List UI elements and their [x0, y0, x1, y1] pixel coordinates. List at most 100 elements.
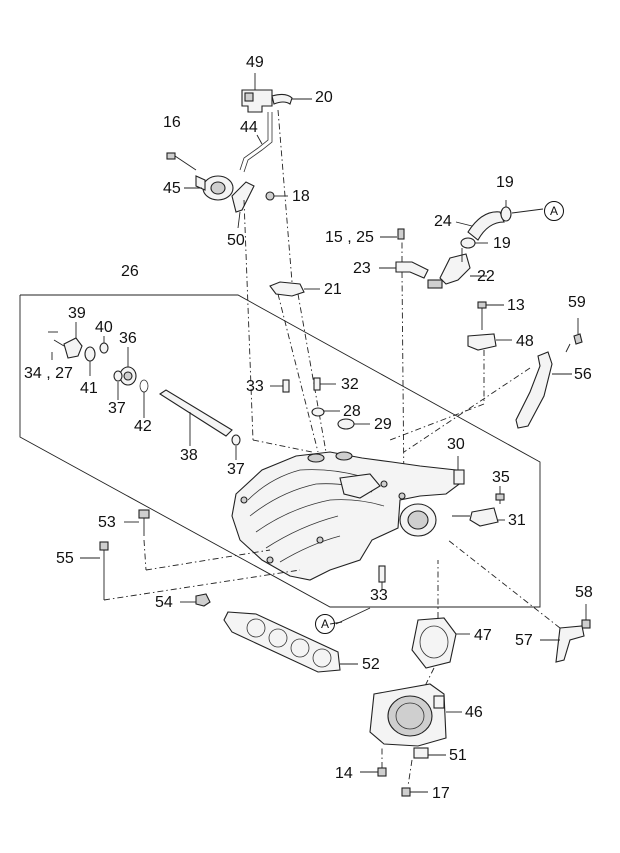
part-54-nut [180, 593, 211, 607]
assembly-boundary [19, 294, 541, 608]
part-46-throttle-body [369, 683, 462, 747]
label-30: 30 [447, 436, 465, 453]
part-30-sensor [453, 456, 465, 485]
part-13-bolt [477, 301, 504, 330]
label-18: 18 [292, 188, 310, 205]
label-46: 46 [465, 704, 483, 721]
part-32-stud [313, 377, 336, 391]
label-20: 20 [315, 89, 333, 106]
label-17: 17 [432, 785, 450, 802]
part-41-washer [84, 346, 96, 376]
part-53-bolt [124, 509, 271, 571]
part-48-sensor [389, 333, 512, 441]
part-29-cap [337, 418, 370, 430]
label-44: 44 [240, 119, 258, 136]
part-37-ring-left [113, 370, 123, 400]
part-51-sensor [407, 747, 446, 787]
label-40: 40 [95, 319, 113, 336]
label-59: 59 [568, 294, 586, 311]
label-26: 26 [121, 263, 139, 280]
label-39: 39 [68, 305, 86, 322]
part-31-sensor [452, 507, 505, 527]
part-18-nut [265, 191, 288, 201]
label-14: 14 [335, 765, 353, 782]
label-58: 58 [575, 584, 593, 601]
label-51: 51 [449, 747, 467, 764]
label-50: 50 [227, 232, 245, 249]
label-29: 29 [374, 416, 392, 433]
part-39-bracket [63, 322, 83, 359]
label-35: 35 [492, 469, 510, 486]
label-21: 21 [324, 281, 342, 298]
label-15-25: 15 , 25 [325, 229, 374, 246]
part-22-sensor [427, 248, 487, 289]
part-33-stud-upper [270, 379, 290, 393]
part-47-gasket [411, 560, 470, 701]
label-42: 42 [134, 418, 152, 435]
part-20-hose [271, 93, 312, 105]
label-48: 48 [516, 333, 534, 350]
part-24-hose [455, 211, 505, 241]
reference-marker-a-bottom: A [315, 614, 335, 634]
label-47: 47 [474, 627, 492, 644]
part-19-clamp-top [500, 200, 544, 222]
label-22: 22 [477, 268, 495, 285]
label-53: 53 [98, 514, 116, 531]
part-19-clamp-lower [460, 237, 488, 249]
part-49-solenoid-valve [241, 73, 273, 113]
part-34-27-screws [48, 331, 65, 360]
label-19-top: 19 [496, 174, 514, 191]
part-21-fitting [269, 281, 327, 453]
part-40-oring [99, 336, 109, 354]
part-45-valve-body [184, 175, 234, 201]
label-33-lower: 33 [370, 587, 388, 604]
label-13: 13 [507, 297, 525, 314]
part-50-bracket [231, 181, 255, 229]
label-55: 55 [56, 550, 74, 567]
label-24: 24 [434, 213, 452, 230]
part-15-25-bolt [380, 228, 405, 240]
label-45: 45 [163, 180, 181, 197]
label-34-27: 34 , 27 [24, 365, 73, 382]
label-41: 41 [80, 380, 98, 397]
part-58-bolt [581, 604, 591, 629]
dashed-leaders-top [243, 109, 313, 453]
part-17-bolt [401, 787, 428, 797]
part-57-bracket [447, 539, 585, 663]
part-42-clip [139, 379, 149, 418]
label-38: 38 [180, 447, 198, 464]
part-33-stud-lower [378, 565, 386, 590]
label-23: 23 [353, 260, 371, 277]
label-52: 52 [362, 656, 380, 673]
label-32: 32 [341, 376, 359, 393]
label-57: 57 [515, 632, 533, 649]
label-54: 54 [155, 594, 173, 611]
part-44-vacuum-pipe [239, 112, 273, 173]
part-56-bracket [403, 351, 572, 453]
leader-ref-a-bottom [335, 607, 371, 625]
label-49: 49 [246, 54, 264, 71]
label-33-upper: 33 [246, 378, 264, 395]
label-37-left: 37 [108, 400, 126, 417]
reference-marker-a-top: A [544, 201, 564, 221]
part-23-bracket [379, 240, 429, 495]
label-16: 16 [163, 114, 181, 131]
label-28: 28 [343, 403, 361, 420]
part-14-bolt [360, 746, 387, 777]
part-36-bushing [119, 347, 137, 386]
label-37-right: 37 [227, 461, 245, 478]
part-38-shaft [158, 389, 233, 446]
part-52-gasket [223, 611, 358, 673]
part-55-stud [80, 541, 301, 601]
part-37-ring-right [231, 434, 241, 460]
part-35-screw [495, 486, 505, 504]
part-59-bolt [565, 318, 583, 353]
intake-manifold-body [231, 451, 463, 581]
part-28-grommet [311, 407, 340, 417]
label-36: 36 [119, 330, 137, 347]
label-56: 56 [574, 366, 592, 383]
label-31: 31 [508, 512, 526, 529]
part-16-screw [166, 152, 197, 171]
